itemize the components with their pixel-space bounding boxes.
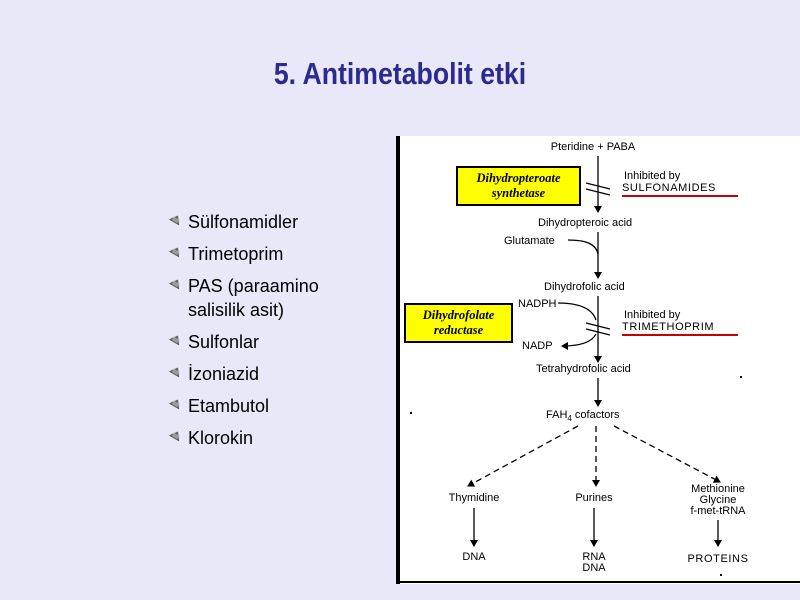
bullet-item: İzoniazid (168, 362, 380, 386)
bullet-icon (168, 332, 184, 346)
bullet-text: PAS (paraamino salisilik asit) (188, 276, 319, 320)
bullet-item: Etambutol (168, 394, 380, 418)
label-step3: Tetrahydrofolic acid (536, 363, 631, 375)
bullet-text: Klorokin (188, 428, 254, 448)
enzyme2-line2: reductase (433, 323, 484, 337)
inhibit2-drug: TRIMETHOPRIM (622, 321, 714, 333)
bullet-icon (168, 396, 184, 410)
slide-title: 5. Antimetabolit etki (273, 56, 527, 91)
arrow-glutamate (567, 239, 599, 255)
bullet-icon (168, 428, 184, 442)
inhibit-hash-1b (585, 188, 611, 196)
label-start: Pteridine + PABA (551, 141, 636, 153)
label-fmet-trna: f-met-tRNA (691, 505, 747, 517)
speck (720, 574, 722, 576)
label-rna-dna: DNA (582, 562, 606, 574)
label-step2: Dihydrofolic acid (544, 281, 625, 293)
label-purines: Purines (575, 492, 613, 504)
panel-bottom-rule (396, 581, 800, 583)
inhibit-hash-2a (585, 322, 611, 330)
speck (740, 376, 742, 378)
enzyme1-line2: synthetase (491, 186, 546, 200)
bullet-item: Sulfonlar (168, 330, 380, 354)
bullet-item: PAS (paraamino salisilik asit) (168, 274, 380, 322)
bullet-item: Sülfonamidler (168, 210, 380, 234)
enzyme1-line1: Dihydropteroate (476, 171, 561, 185)
bullet-icon (168, 244, 184, 258)
bullet-text: Etambutol (188, 396, 270, 416)
bullet-icon (168, 212, 184, 226)
inhibit1-text: Inhibited by (624, 170, 681, 182)
arrow-cofactors-thymidine (467, 425, 579, 487)
label-dna: DNA (462, 551, 486, 563)
inhibit2-text: Inhibited by (624, 309, 681, 321)
bullet-icon (168, 364, 184, 378)
bullet-list: Sülfonamidler Trimetoprim PAS (paraamino… (168, 210, 380, 458)
bullet-item: Trimetoprim (168, 242, 380, 266)
label-nadp: NADP (522, 340, 553, 352)
label-glycine: Glycine (700, 494, 737, 506)
enzyme-box-dihydropteroate: Dihydropteroate synthetase (456, 166, 581, 206)
enzyme-box-dihydrofolate: Dihydrofolate reductase (404, 303, 513, 343)
inhibit1-drug: SULFONAMIDES (622, 182, 716, 194)
bullet-text: Sülfonamidler (188, 212, 299, 232)
label-glutamate: Glutamate (504, 235, 555, 247)
label-nadph: NADPH (518, 298, 557, 310)
bullet-text: Trimetoprim (188, 244, 284, 264)
arrow-cofactors-methionine (613, 425, 721, 483)
pathway-diagram: Pteridine + PABA Inhibited by SULFONAMID… (410, 141, 748, 576)
label-cofactors: FAH4 cofactors (546, 409, 620, 423)
label-rna: RNA (582, 551, 606, 563)
enzyme2-line1: Dihydrofolate (422, 308, 495, 322)
label-step1: Dihydropteroic acid (538, 217, 632, 229)
bullet-text: İzoniazid (188, 364, 260, 384)
label-thymidine: Thymidine (449, 492, 500, 504)
inhibit-hash-1a (585, 182, 611, 190)
inhibit-hash-2b (585, 328, 611, 336)
pathway-panel: Pteridine + PABA Inhibited by SULFONAMID… (396, 136, 800, 584)
label-methionine: Methionine (691, 483, 745, 495)
arrow-nadph (557, 302, 597, 321)
bullet-icon (168, 276, 184, 290)
arrow-nadp (561, 333, 597, 350)
bullet-text: Sulfonlar (188, 332, 260, 352)
label-proteins: PROTEINS (687, 553, 748, 565)
speck (410, 412, 412, 414)
bullet-item: Klorokin (168, 426, 380, 450)
